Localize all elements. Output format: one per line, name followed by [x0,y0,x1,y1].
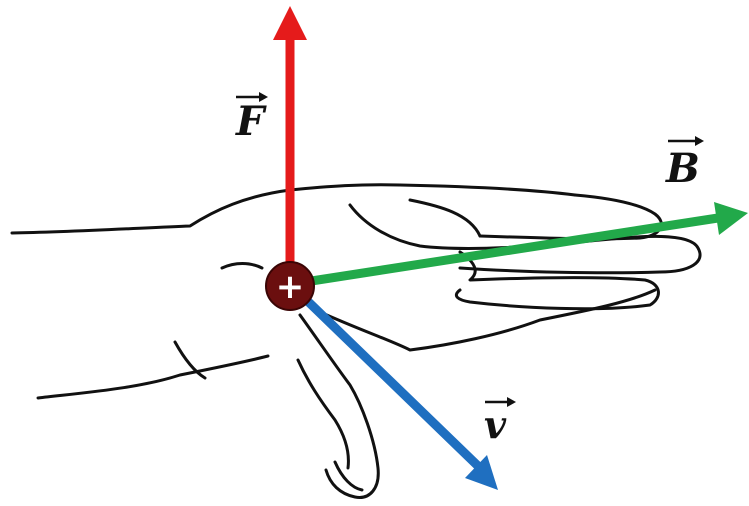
label-velocity-text: v [484,402,507,447]
field-arrow-shaft [291,213,719,289]
label-velocity-overline-head [507,397,516,407]
finger-middle [348,203,702,275]
finger-lower [454,250,660,311]
velocity-arrowhead [465,455,498,490]
thumb-base [173,340,207,380]
finger-top [478,193,663,241]
palm-crease [220,262,264,270]
label-force-text: F [235,98,267,145]
charge-circle [265,261,315,311]
positive-charge: + [265,261,315,311]
charge-sign-text: + [276,267,305,307]
label-velocity: v [484,397,516,447]
velocity-arrow-shaft [288,282,482,470]
hand-outline [10,183,702,499]
hand-lower-edge [36,354,270,400]
force-arrow [273,6,307,283]
label-force-overline-head [259,92,268,102]
thumb [298,313,380,499]
velocity-arrow [288,282,498,490]
label-field-text: B [665,145,700,192]
label-field: B [665,136,704,192]
finger-top-inner [408,198,482,238]
label-field-overline-head [695,136,704,146]
field-arrowhead [714,202,748,235]
thumb-inner [296,358,350,470]
thumb-nail [333,460,364,492]
palm-lower-edge [318,288,657,352]
label-force: F [235,92,268,145]
field-arrow [291,202,748,289]
force-arrowhead [273,6,307,40]
